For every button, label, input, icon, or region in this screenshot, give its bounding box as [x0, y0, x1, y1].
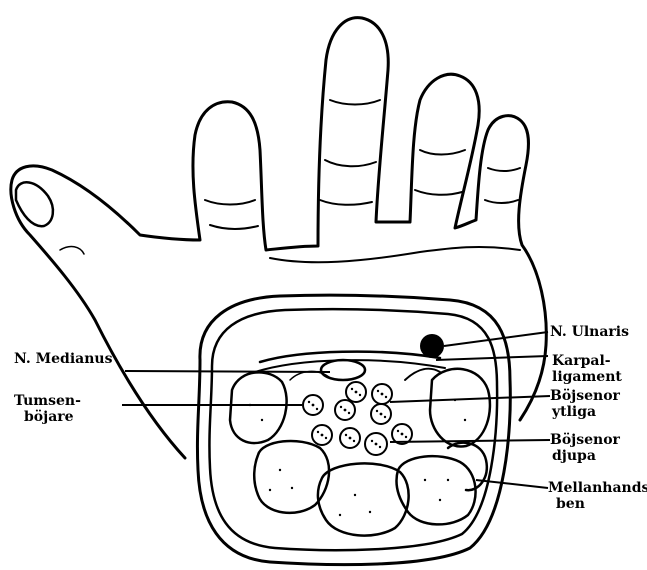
- thenar-muscle: [230, 372, 287, 443]
- label-bojsenor-djupa: Böjsenor djupa: [550, 432, 620, 464]
- label-n-ulnaris-text: N. Ulnaris: [550, 324, 629, 340]
- label-bojsenor-ytliga: Böjsenor ytliga: [550, 388, 620, 420]
- label-karpal-line1: Karpal-: [552, 353, 622, 369]
- label-n-medianus-text: N. Medianus: [14, 351, 112, 367]
- metacarpal-2: [318, 463, 409, 535]
- label-karpal-ligament: Karpal- ligament: [552, 353, 622, 385]
- label-mellanhand-line2: ben: [548, 496, 647, 512]
- hand-outline: [11, 18, 546, 458]
- label-n-medianus: N. Medianus: [14, 351, 112, 367]
- thumbnail: [16, 182, 53, 226]
- section-outer-ring: [197, 295, 510, 564]
- label-bojsenor-ytliga-line1: Böjsenor: [550, 388, 620, 404]
- label-bojsenor-djupa-line2: djupa: [550, 448, 620, 464]
- hypothenar-muscle: [430, 369, 490, 447]
- leader-karpal: [436, 356, 548, 360]
- leader-n-ulnaris: [444, 332, 548, 346]
- label-mellanhand-line1: Mellanhands-: [548, 480, 647, 496]
- leader-bojsenor-djupa: [390, 440, 550, 442]
- label-tumsenbojare: Tumsen- böjare: [14, 393, 81, 425]
- label-tumsen-line1: Tumsen-: [14, 393, 81, 409]
- label-tumsen-line2: böjare: [14, 409, 81, 425]
- label-karpal-line2: ligament: [552, 369, 622, 385]
- label-bojsenor-djupa-line1: Böjsenor: [550, 432, 620, 448]
- label-bojsenor-ytliga-line2: ytliga: [550, 404, 620, 420]
- leader-bojsenor-ytliga: [390, 396, 550, 402]
- ulnar-nerve: [420, 334, 444, 358]
- leader-n-medianus: [125, 371, 330, 372]
- label-n-ulnaris: N. Ulnaris: [550, 324, 629, 340]
- label-mellanhandsben: Mellanhands- ben: [548, 480, 647, 512]
